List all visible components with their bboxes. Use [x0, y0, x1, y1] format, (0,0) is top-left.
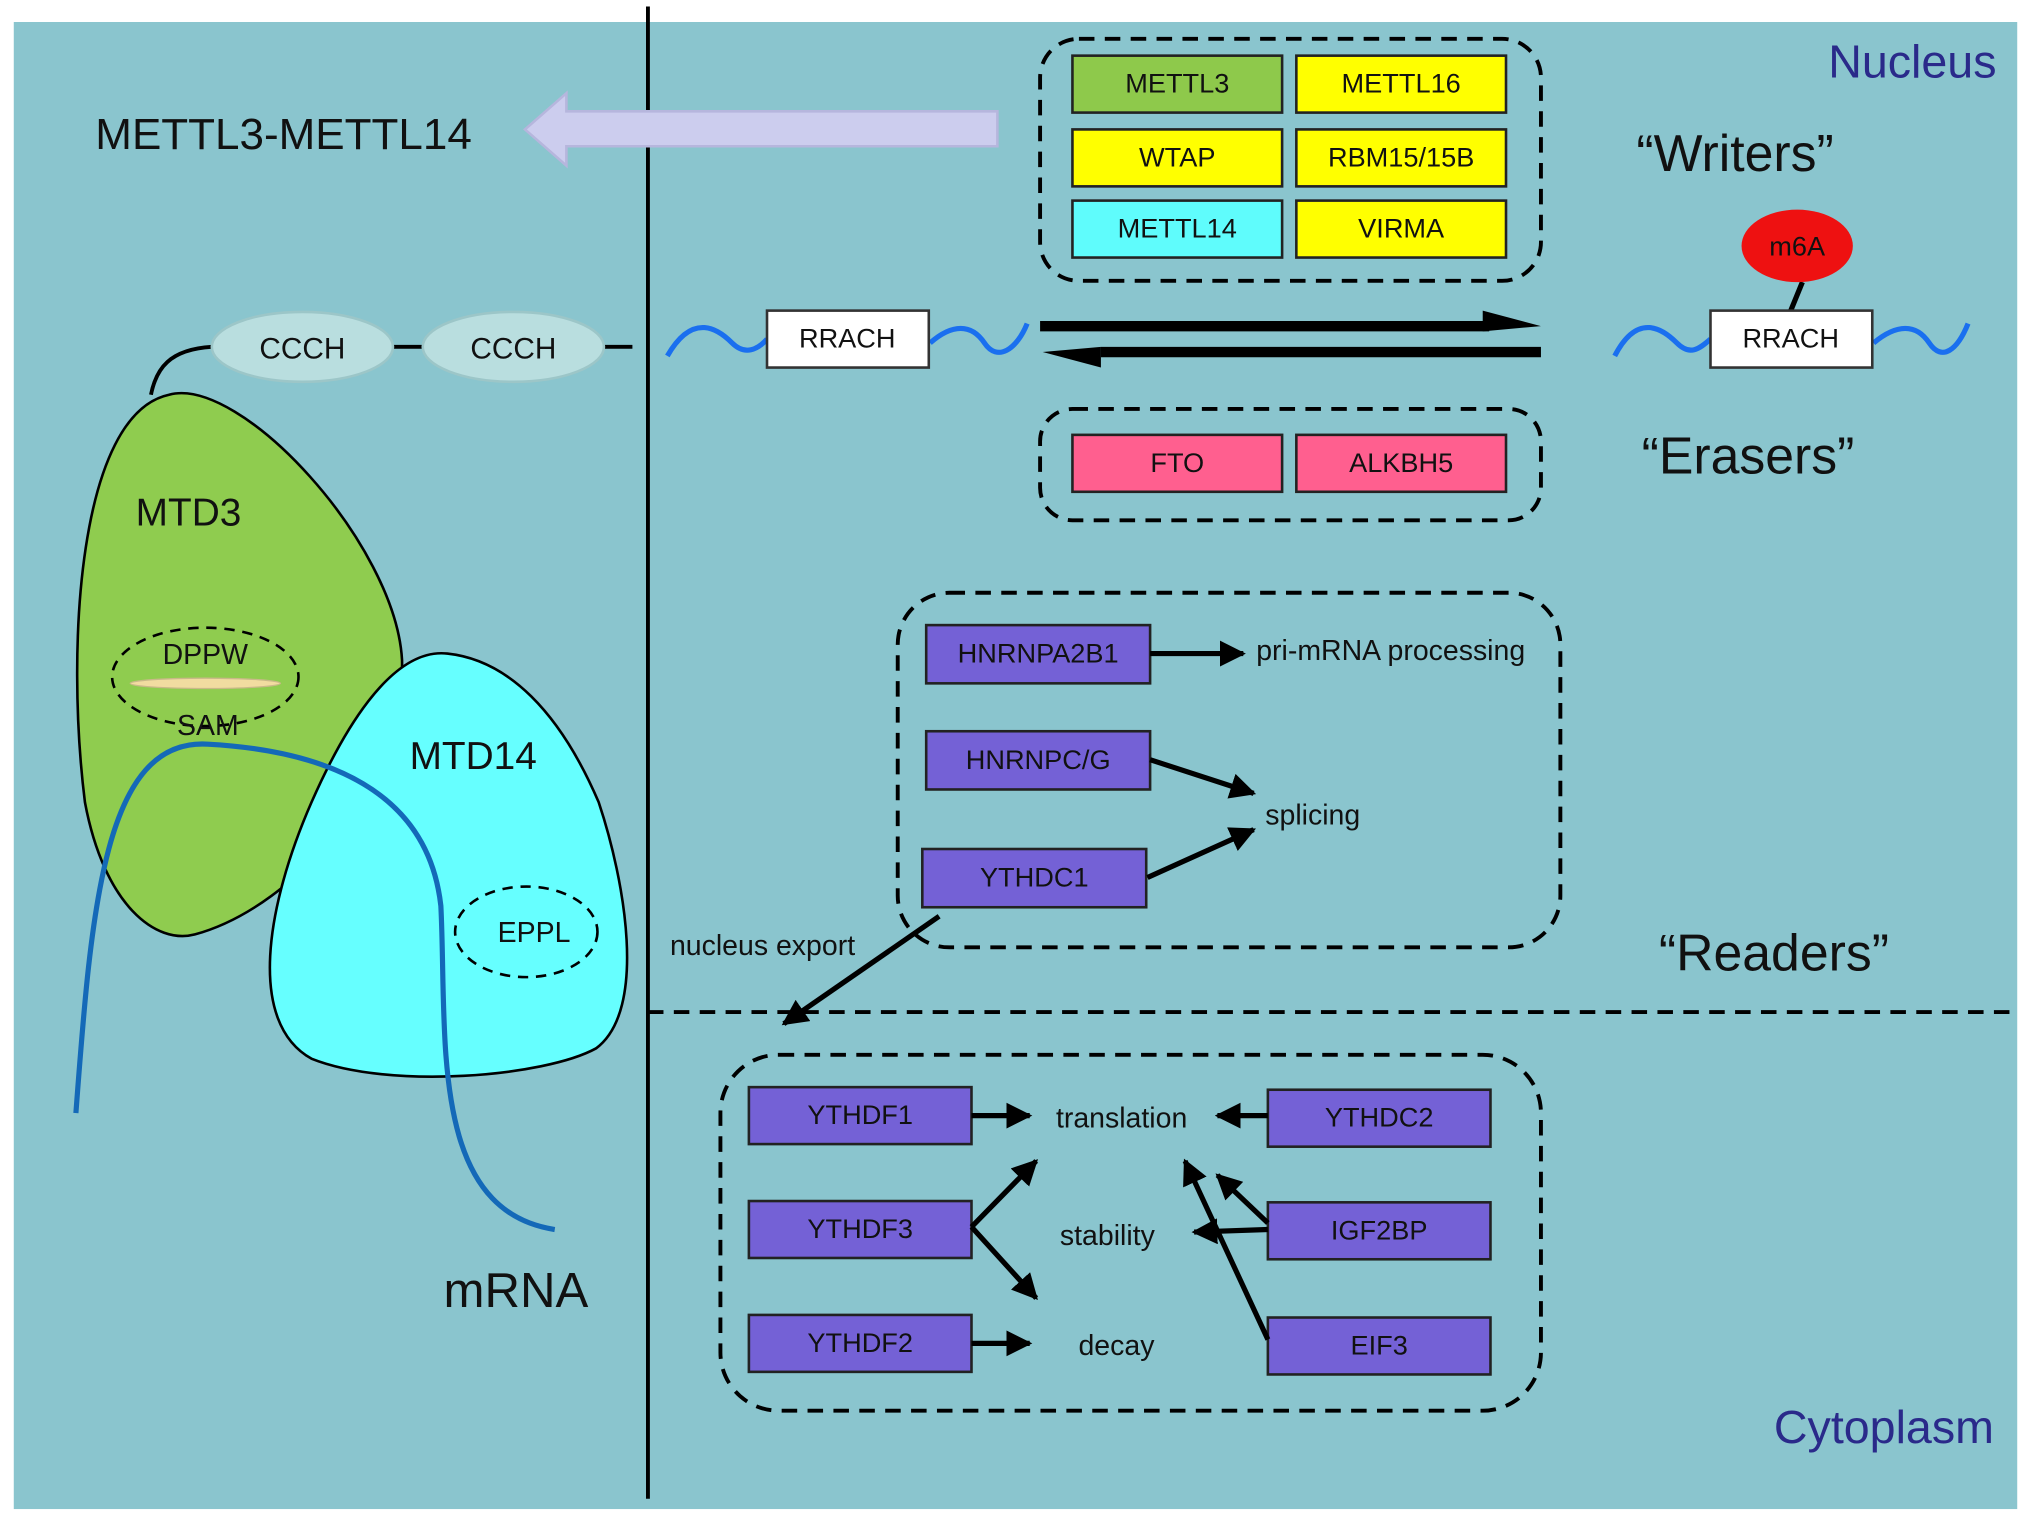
writers-group — [1038, 36, 1543, 283]
m6a-label: m6A — [1769, 231, 1826, 262]
methylation-arrowhead — [1482, 310, 1541, 332]
demethylation-arrowhead — [1042, 346, 1101, 368]
ccch-domain — [210, 310, 395, 384]
eraser-box — [1071, 433, 1284, 494]
protein-structure: CCCH CCCH MTD3 DPPW SAM MTD14 EPPL mRNA — [73, 310, 633, 1318]
dppw-label: DPPW — [163, 639, 249, 671]
arrow — [1146, 827, 1256, 880]
mrna-strand — [73, 741, 556, 1233]
stability-label: stability — [1060, 1220, 1156, 1252]
nuclear-reader-box — [921, 847, 1148, 909]
sam-label: SAM — [177, 710, 239, 742]
writers-title: “Writers” — [1636, 124, 1833, 182]
eppl-motif — [453, 885, 599, 979]
writer-box — [1071, 128, 1284, 188]
rrach-motif-unmodified — [765, 309, 931, 369]
mtd14-label: MTD14 — [410, 735, 537, 778]
dppw-sam-pocket — [110, 626, 300, 728]
writer-box — [1295, 199, 1508, 259]
writer-label: RBM15/15B — [1328, 141, 1474, 172]
rrach-label: RRACH — [799, 323, 896, 354]
nuclear-reader-arrows — [781, 640, 1257, 1026]
nuclear-reader-label: YTHDC1 — [980, 862, 1089, 893]
arrow — [1149, 757, 1257, 799]
arrow — [1182, 1158, 1271, 1341]
m6a-mark — [1741, 209, 1853, 283]
eppl-label: EPPL — [498, 917, 571, 949]
readers-title: “Readers” — [1659, 924, 1889, 982]
writer-box — [1295, 128, 1508, 188]
eraser-label: FTO — [1150, 447, 1204, 478]
rna-wave — [928, 322, 1030, 355]
mtd3-label: MTD3 — [136, 491, 242, 534]
cytoplasmic-reader-label: YTHDF2 — [807, 1327, 913, 1358]
splicing-label: splicing — [1265, 799, 1360, 831]
cytoplasm-label: Cytoplasm — [1774, 1401, 1994, 1453]
nuclear-reader-label: HNRNPA2B1 — [958, 638, 1119, 669]
arrow — [1191, 1218, 1268, 1245]
cytoplasmic-reader-label: YTHDF1 — [807, 1099, 913, 1130]
translation-label: translation — [1056, 1102, 1187, 1134]
writer-label: VIRMA — [1358, 213, 1445, 244]
m6a-link — [1788, 281, 1805, 312]
cytoplasmic-reader-box — [747, 1085, 973, 1146]
arrow — [1215, 1173, 1270, 1225]
erasers-title: “Erasers” — [1642, 427, 1855, 485]
mtd14-domain — [268, 652, 629, 1078]
ccch-label: CCCH — [470, 332, 556, 365]
cytoplasmic-reader-label: IGF2BP — [1331, 1214, 1428, 1245]
nuclear-reader-box — [924, 729, 1152, 791]
erasers-boxes: FTO ALKBH5 — [1071, 433, 1508, 494]
eraser-box — [1295, 433, 1508, 494]
rrach-label: RRACH — [1742, 323, 1839, 354]
complex-label: METTL3-METTL14 — [95, 110, 472, 159]
rrach-motif-modified — [1709, 309, 1874, 369]
nucleus-label: Nucleus — [1828, 36, 1996, 88]
writer-label: WTAP — [1139, 141, 1215, 172]
mrna-label: mRNA — [444, 1263, 589, 1318]
cytoplasmic-reader-box — [1266, 1201, 1492, 1261]
cytoplasmic-reader-label: YTHDC2 — [1325, 1102, 1434, 1133]
arrow — [969, 1159, 1039, 1229]
writer-label: METTL14 — [1118, 213, 1237, 244]
rna-wave — [665, 324, 769, 358]
decay-label: decay — [1078, 1330, 1155, 1362]
rna-wave — [1871, 322, 1971, 355]
rna-wave — [1612, 324, 1713, 358]
writer-label: METTL16 — [1342, 68, 1461, 99]
erasers-group — [1038, 407, 1543, 523]
nucleus-export-label: nucleus export — [670, 930, 855, 962]
cytoplasmic-reader-label: YTHDF3 — [807, 1213, 913, 1244]
nuclear-reader-box — [924, 623, 1152, 685]
writer-box — [1071, 54, 1284, 114]
export-arrow — [781, 914, 941, 1026]
arrow — [969, 1225, 1039, 1301]
nuclear-reader-label: HNRNPC/G — [966, 744, 1111, 775]
cytoplasmic-reader-label: EIF3 — [1350, 1329, 1407, 1360]
nuclear-readers-group — [895, 590, 1563, 950]
writer-box — [1295, 54, 1508, 114]
writer-label: METTL3 — [1125, 68, 1229, 99]
complex-arrow — [523, 90, 999, 169]
sam-molecule — [129, 677, 282, 690]
writer-box — [1071, 199, 1284, 259]
ccch-domain — [421, 310, 606, 384]
pri-mrna-processing-label: pri-mRNA processing — [1256, 635, 1525, 667]
eraser-label: ALKBH5 — [1349, 447, 1453, 478]
ccch-label: CCCH — [259, 332, 345, 365]
cytoplasmic-reader-arrows — [969, 1102, 1271, 1357]
cytoplasmic-reader-box — [1266, 1316, 1492, 1376]
cytoplasmic-reader-box — [747, 1199, 973, 1260]
